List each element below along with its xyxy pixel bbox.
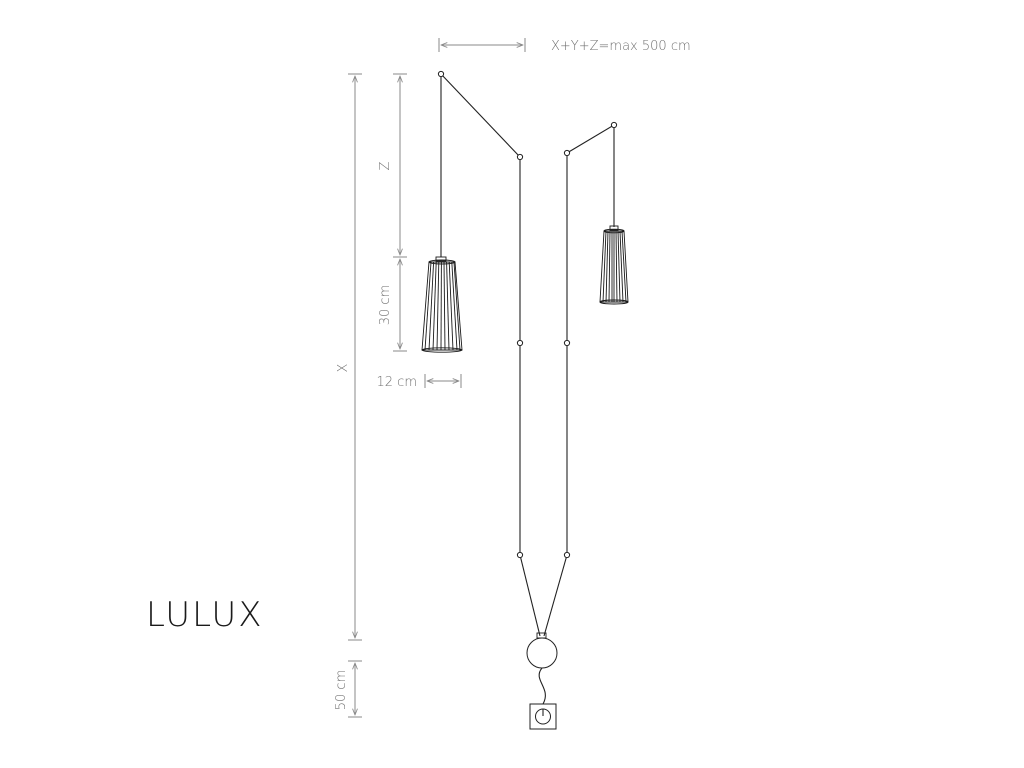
z-dimension: Z bbox=[378, 73, 407, 258]
x-dimension: X bbox=[336, 73, 362, 641]
junction-circle-icon bbox=[526, 637, 558, 669]
plug-height-dimension: 50 cm bbox=[334, 660, 362, 718]
total-length-label: X+Y+Z=max 500 cm bbox=[551, 39, 691, 54]
shade-width-label: 12 cm bbox=[377, 375, 418, 390]
cord-posts bbox=[516, 149, 571, 637]
shade-height-dimension: 30 cm bbox=[378, 259, 407, 352]
total-length-dimension: X+Y+Z=max 500 cm bbox=[438, 38, 691, 54]
right-lamp bbox=[566, 121, 629, 305]
shade-width-dimension: 12 cm bbox=[377, 374, 462, 390]
junction-box bbox=[526, 632, 558, 730]
z-label: Z bbox=[378, 161, 393, 170]
left-lamp bbox=[421, 70, 521, 353]
product-name: LULUX bbox=[146, 595, 264, 635]
plug-height-label: 50 cm bbox=[334, 670, 349, 711]
shade-height-label: 30 cm bbox=[378, 285, 393, 326]
x-label: X bbox=[336, 363, 351, 372]
